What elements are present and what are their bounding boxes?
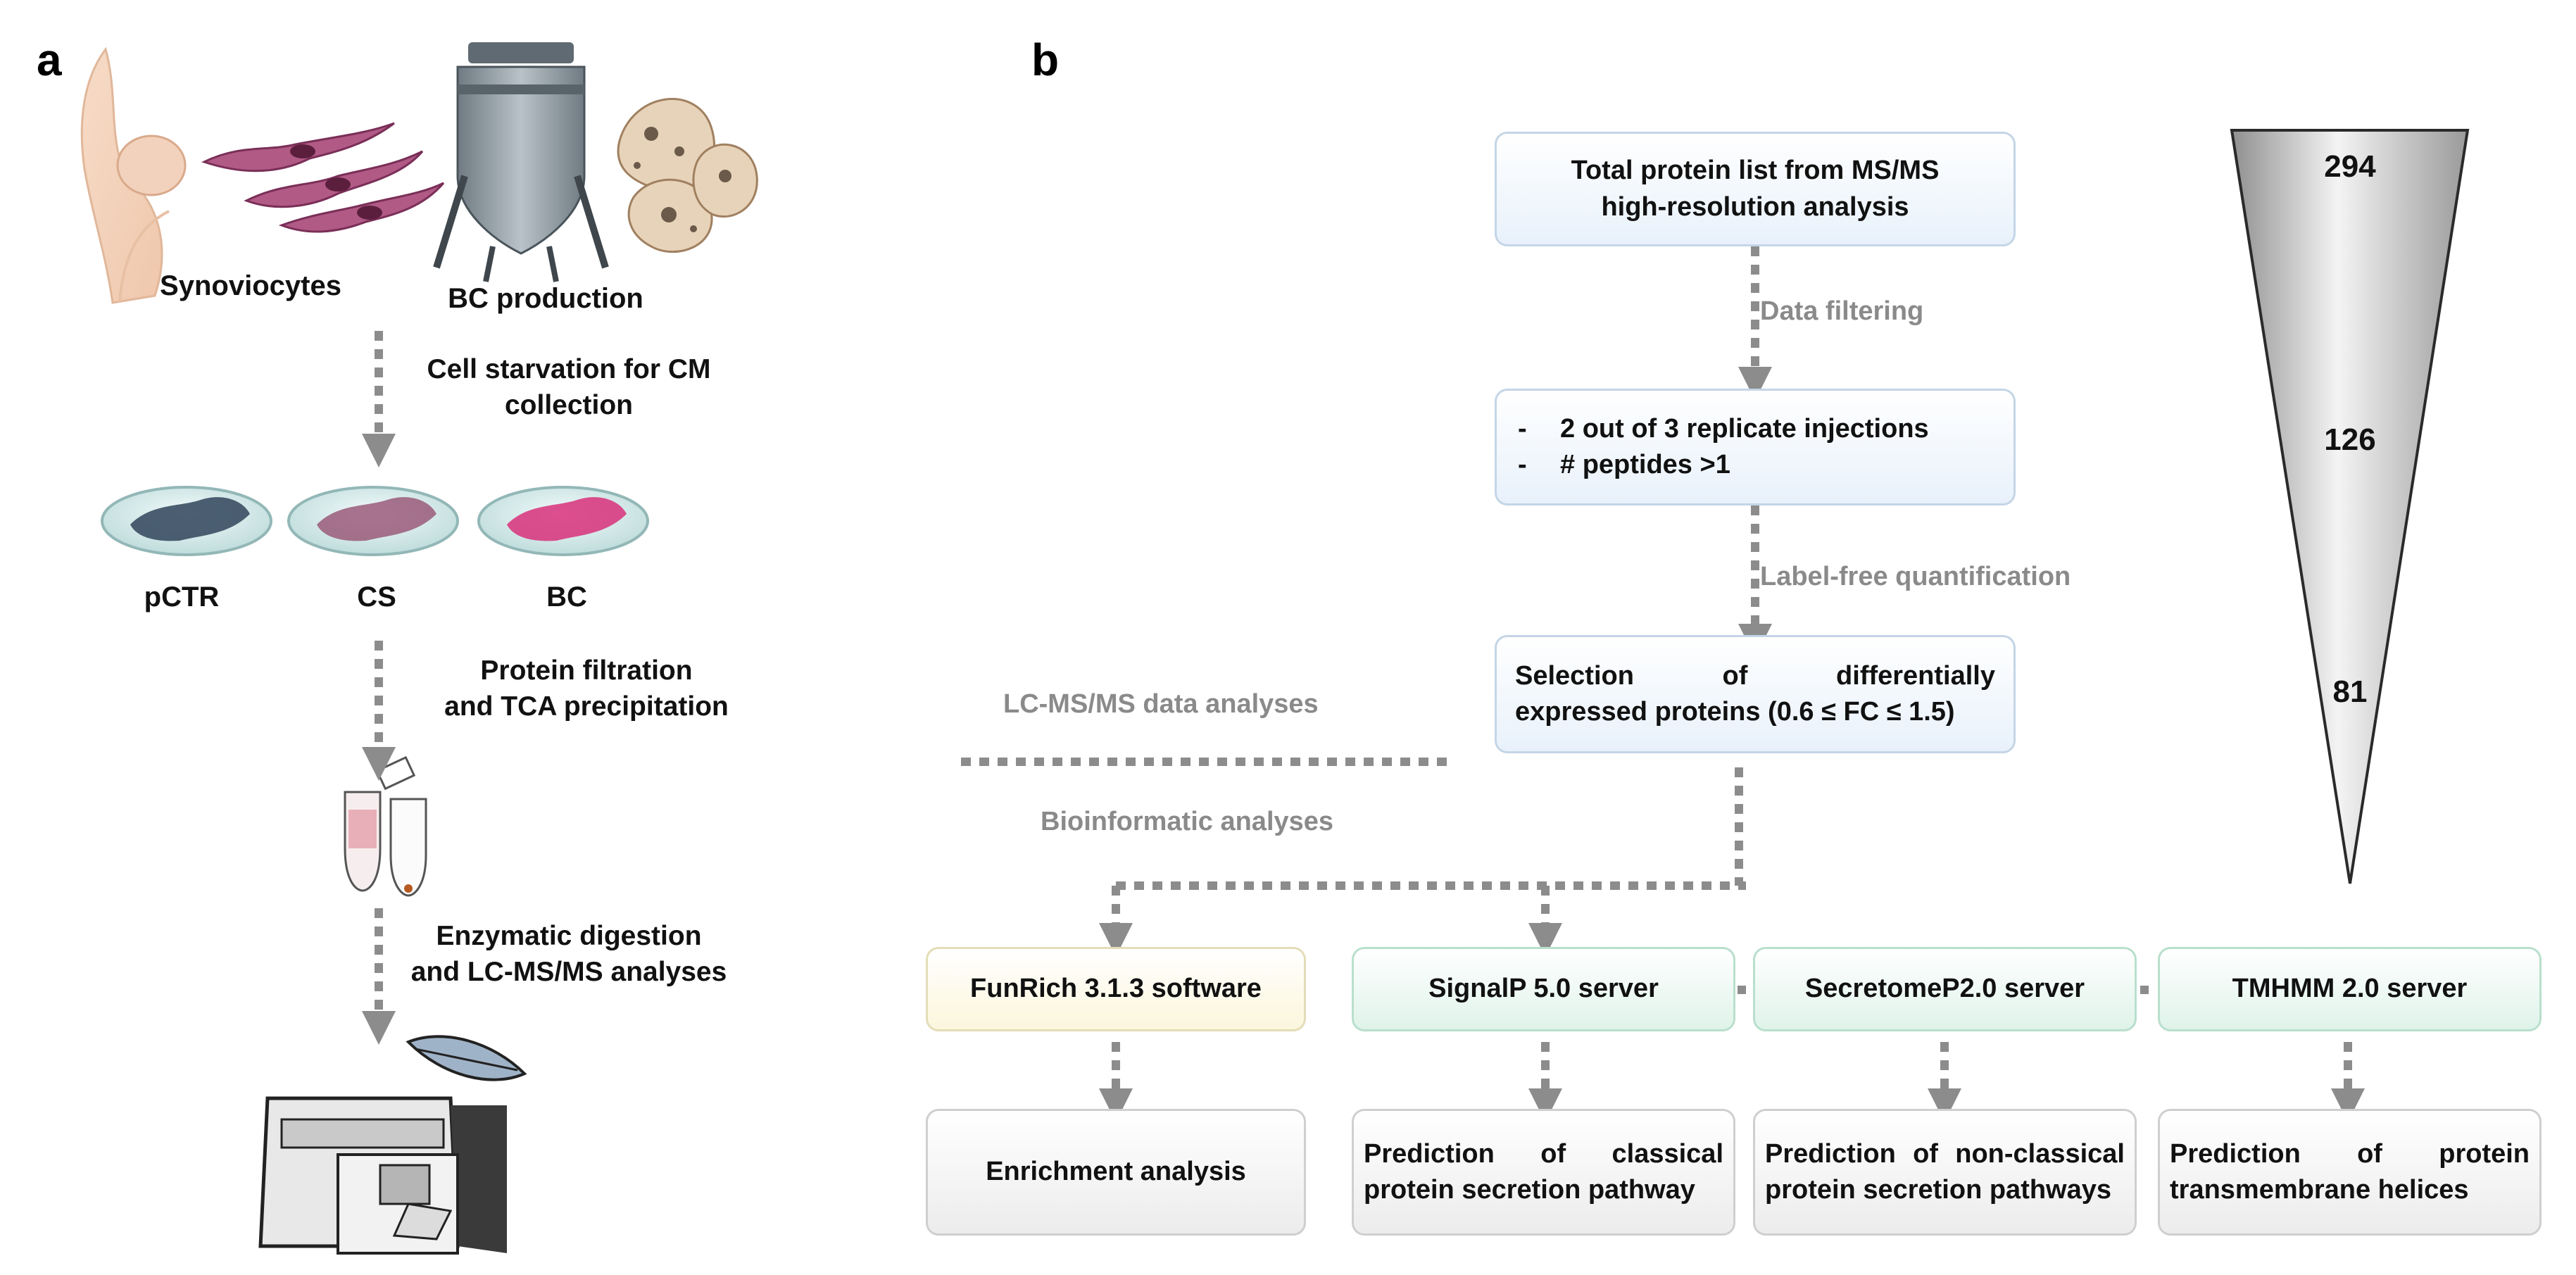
transmembrane-helices-line2: transmembrane helices [2170,1175,2469,1205]
bioinformatic-analyses-label: Bioinformatic analyses [1041,807,1334,836]
panel-letter-b: b [1031,34,1060,85]
dish-label-cs: CS [357,582,396,613]
synoviocyte-cells [201,122,445,233]
panel-letter-a: a [37,34,62,85]
funnel-count-126: 126 [2324,422,2376,457]
filter-criterion-1-text: 2 out of 3 replicate injections [1560,413,1929,444]
step-enzymatic-digestion-line1: Enzymatic digestion [436,921,702,951]
dish-label-pctr: pCTR [144,582,220,613]
transmembrane-helices-line1: Prediction of protein [2170,1138,2530,1169]
protein-count-funnel [2230,129,2470,884]
funnel-count-294: 294 [2324,149,2376,184]
petri-dish-cs [287,486,459,556]
bioreactor-tank-illustration [433,42,609,282]
bacteria-cells-illustration [617,98,758,253]
total-protein-list-line2: high-resolution analysis [1601,191,1909,222]
server-box-connectors [1738,986,2149,994]
non-classical-secretion-line1: Prediction of non-classical [1765,1138,2125,1169]
non-classical-secretion-line2: protein secretion pathways [1765,1175,2112,1205]
label-free-quantification-label: Label-free quantification [1760,562,2071,591]
filter-criterion-1: -2 out of 3 replicate injections [1518,413,1929,444]
dish-label-bc: BC [546,582,587,613]
step-cell-starvation: Cell starvation for CM collection [427,352,710,423]
secretomep-server-box: SecretomeP2.0 server [1753,947,2137,1031]
petri-dish-pctr [101,486,272,556]
mass-spectrometer-illustration [258,1035,527,1255]
enrichment-analysis-box: Enrichment analysis [926,1109,1306,1236]
signalp-server-box: SignalP 5.0 server [1352,947,1735,1031]
selection-box: Selection of differentially expressed pr… [1495,635,2016,753]
classical-secretion-line2: protein secretion pathway [1364,1175,1695,1205]
petri-dishes [101,486,649,556]
petri-dish-bc [477,486,649,556]
non-classical-secretion-box: Prediction of non-classical protein secr… [1753,1109,2137,1236]
panel-b-connectors [1099,246,2365,1122]
classical-secretion-line1: Prediction of classical [1364,1138,1723,1169]
step-cell-starvation-line1: Cell starvation for CM [427,354,711,384]
lcms-data-analyses-label: LC-MS/MS data analyses [1003,689,1319,719]
filter-criterion-2: -# peptides >1 [1518,450,1730,479]
step-protein-filtration: Protein filtration and TCA precipitation [444,653,729,724]
step-cell-starvation-line2: collection [504,389,634,420]
filter-criteria-box: -2 out of 3 replicate injections -# pept… [1495,389,2016,505]
knee-illustration [80,46,187,304]
filter-criterion-2-text: # peptides >1 [1560,450,1730,479]
bc-production-label: BC production [448,283,643,314]
sample-tubes [344,755,427,897]
total-protein-list-box: Total protein list from MS/MS high-resol… [1495,132,2016,246]
transmembrane-helices-box: Prediction of protein transmembrane heli… [2158,1109,2542,1236]
synoviocytes-label: Synoviocytes [160,270,341,301]
total-protein-list-line1: Total protein list from MS/MS [1571,156,1940,186]
funnel-count-81: 81 [2332,674,2368,709]
funrich-software-box: FunRich 3.1.3 software [926,947,1306,1031]
step-protein-filtration-line1: Protein filtration [480,655,693,686]
data-filtering-label: Data filtering [1760,296,1924,326]
selection-line1: Selection of differentially [1515,660,1995,691]
step-enzymatic-digestion: Enzymatic digestion and LC-MS/MS analyse… [411,919,727,990]
classical-secretion-box: Prediction of classical protein secretio… [1352,1109,1735,1236]
filter-criteria-list: -2 out of 3 replicate injections -# pept… [1497,411,1929,484]
tmhmm-server-box: TMHMM 2.0 server [2158,947,2542,1031]
selection-line2: expressed proteins (0.6 ≤ FC ≤ 1.5) [1515,697,1955,727]
step-protein-filtration-line2: and TCA precipitation [444,691,729,722]
step-enzymatic-digestion-line2: and LC-MS/MS analyses [410,956,727,987]
